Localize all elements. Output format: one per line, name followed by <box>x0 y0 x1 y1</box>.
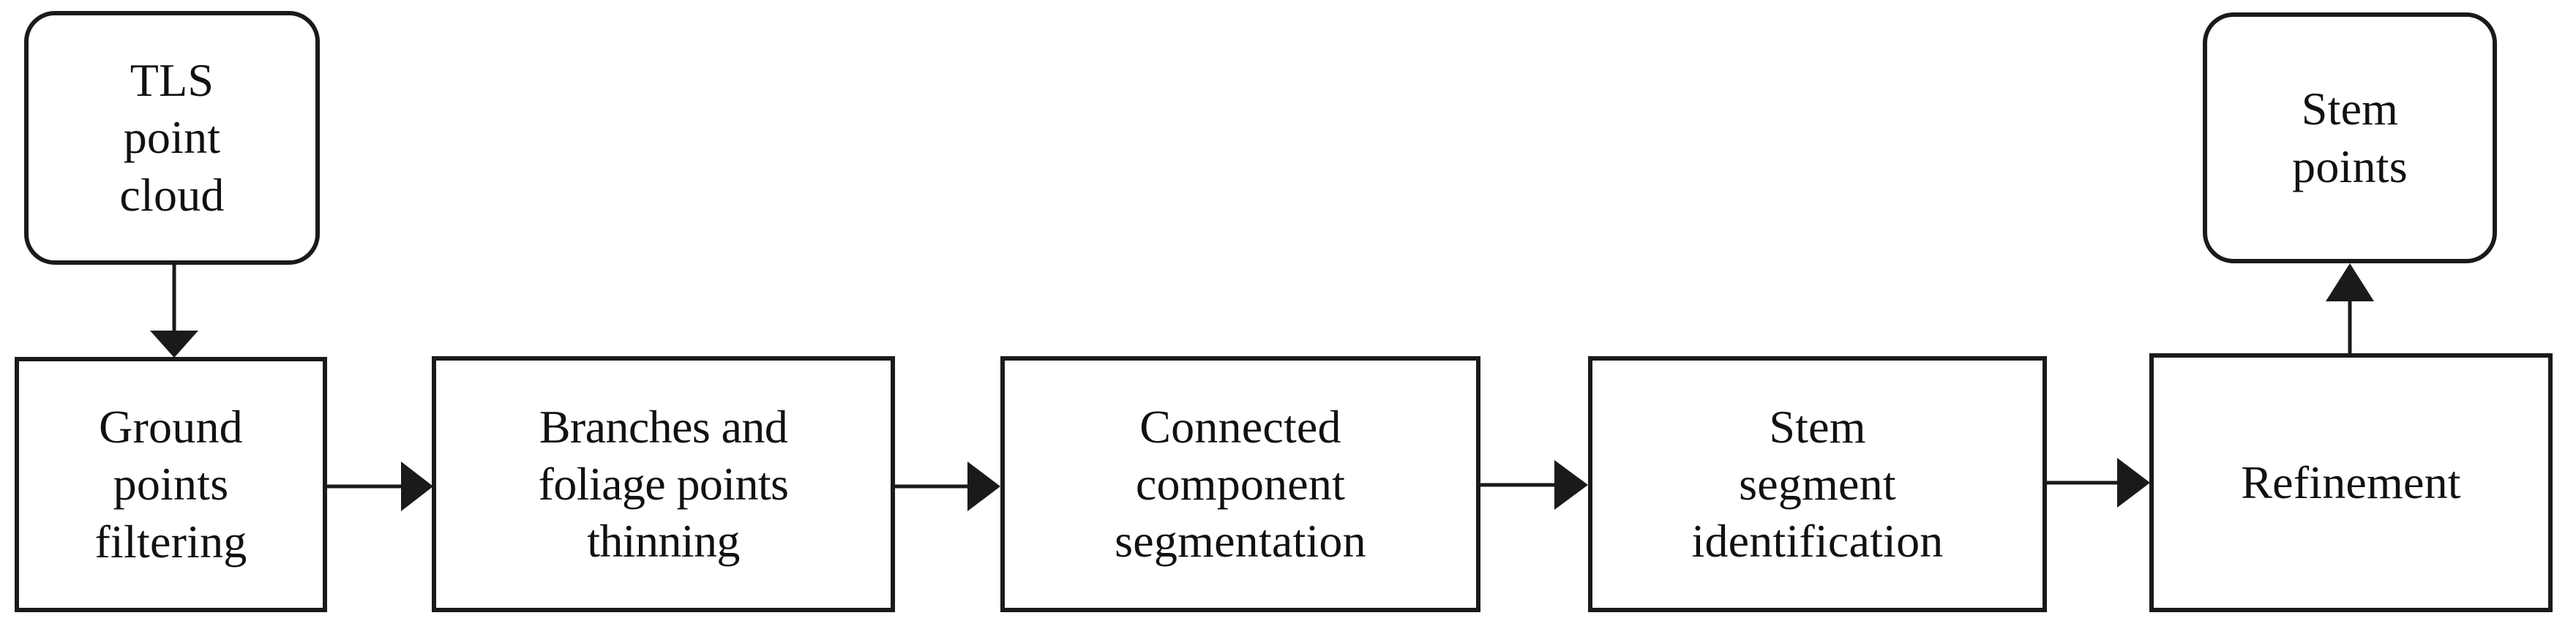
edge-refinement-to-stem-points <box>2326 263 2374 353</box>
node-branches-foliage-thinning[interactable]: Branches and foliage points thinning <box>432 356 895 612</box>
node-tls-point-cloud[interactable]: TLS point cloud <box>24 11 320 265</box>
edge-thinning-to-segmentation <box>895 462 1000 511</box>
node-connected-component-segmentation[interactable]: Connected component segmentation <box>1000 356 1480 612</box>
node-refinement[interactable]: Refinement <box>2149 353 2553 612</box>
edge-tls-to-ground <box>150 265 198 358</box>
edge-ground-to-thinning <box>327 462 433 511</box>
node-label-connected-component-segmentation: Connected component segmentation <box>1115 400 1366 568</box>
node-label-ground-points-filtering: Ground points filtering <box>94 401 247 568</box>
node-stem-segment-identification[interactable]: Stem segment identification <box>1588 356 2047 612</box>
node-label-branches-foliage-thinning: Branches and foliage points thinning <box>538 400 789 568</box>
node-label-stem-points: Stem points <box>2292 83 2408 192</box>
node-label-tls-point-cloud: TLS point cloud <box>119 54 225 221</box>
node-ground-points-filtering[interactable]: Ground points filtering <box>15 357 327 612</box>
edge-segmentation-to-stem-segment <box>1480 460 1588 510</box>
node-label-refinement: Refinement <box>2241 456 2461 508</box>
node-stem-points[interactable]: Stem points <box>2203 12 2497 263</box>
edge-stem-segment-to-refinement <box>2047 458 2150 508</box>
node-label-stem-segment-identification: Stem segment identification <box>1691 400 1944 568</box>
